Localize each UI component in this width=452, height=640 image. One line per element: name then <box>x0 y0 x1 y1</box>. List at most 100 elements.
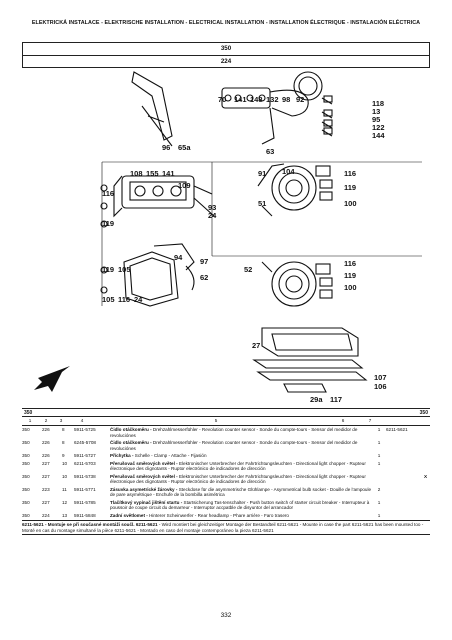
callout-label: 62 <box>200 273 208 282</box>
cell-description: Přerušovač směrových světel - Elektronis… <box>110 474 372 485</box>
cell-subgroup: 226 <box>42 453 50 458</box>
column-header: 7 <box>368 418 372 424</box>
cell-part-number: 5911-5771 <box>74 486 96 492</box>
lamp-round <box>293 71 323 101</box>
cell-part-number: 5911-5785 <box>74 499 96 505</box>
cell-subgroup: 227 <box>42 473 50 479</box>
cell-description: Zadní světlomet - Hinterer Scheinwerfer … <box>110 513 372 519</box>
callout-label: 52 <box>244 265 252 274</box>
cell-description: Zásuvka asymetrické žárovky - Steckdose … <box>110 487 372 498</box>
callout-label: 13 <box>372 107 380 116</box>
cell-group: 350 <box>22 473 30 479</box>
callout-label: 119 <box>102 265 114 274</box>
reference-boxes: 350 224 <box>22 42 430 68</box>
description-bold: Přerušovač směrových světel - <box>110 460 178 466</box>
column-header: 6 <box>341 418 345 424</box>
column-header: 4 <box>80 418 84 424</box>
column-header: 5 <box>214 418 218 424</box>
column-header: 3 <box>59 418 63 424</box>
description-text: Drehzahlmesserfühler - Revolution counte… <box>110 427 358 438</box>
description-bold: Přerušovač směrových světel - <box>110 473 178 479</box>
description-text: Elektronischer Unterbrecher der Fahrtric… <box>110 460 366 472</box>
footnote-bold: 6211-5621 - Montuje se při současné mont… <box>22 522 158 527</box>
callout-label: 94 <box>174 253 183 262</box>
cell-part-number: 5911-5848 <box>74 512 96 518</box>
callout-label: 105 <box>102 295 115 304</box>
callout-label: 116 <box>118 295 130 304</box>
description-text: Hinterer Scheinwerfer - Rear headlamp - … <box>149 512 289 518</box>
cell-group: 350 <box>22 427 30 432</box>
callout-label: 29a <box>310 395 323 404</box>
footnote: 6211-5621 - Montuje se při současné mont… <box>22 520 430 535</box>
callout-label: 116 <box>344 169 356 178</box>
callout-label: 155 <box>146 169 159 178</box>
column-header: 1 <box>28 418 32 424</box>
callout-label: 108 <box>130 169 143 178</box>
description-text: Elektronischer Unterbrecher der Fahrtric… <box>110 473 366 485</box>
callout-label: 105 <box>118 265 131 274</box>
callout-label: 100 <box>344 283 357 292</box>
cell-group: 350 <box>22 453 30 458</box>
direction-arrow <box>34 366 70 392</box>
callout-label: 119 <box>102 219 114 228</box>
callout-label: 144 <box>372 131 385 140</box>
cell-description: Příchytka - Schelle - Clamp - Attache - … <box>110 453 372 459</box>
cell-position: 10 <box>62 460 68 466</box>
cell-mark: X <box>424 473 428 479</box>
cell-group: 350 <box>22 486 30 492</box>
box-bottom: 224 <box>23 55 429 67</box>
cell-quantity: 1 <box>377 460 381 466</box>
cell-position: 11 <box>62 486 67 492</box>
callout-label: 122 <box>372 123 385 132</box>
description-text: Steckdose für die asymmetrische Glühlamp… <box>110 486 372 498</box>
cell-part-number: 5911-5738 <box>74 473 96 479</box>
description-bold: Zadní světlomet - <box>110 512 148 518</box>
callout-label: 119 <box>344 183 356 192</box>
callout-label: 24 <box>134 295 143 304</box>
cell-position: 8 <box>62 427 65 432</box>
callout-label: 95 <box>372 115 380 124</box>
gauge-outer <box>271 165 317 211</box>
callout-label: 109 <box>178 181 191 190</box>
cell-quantity: 1 <box>377 512 381 518</box>
callout-label: 65a <box>178 143 191 152</box>
cell-subgroup: 223 <box>42 486 50 492</box>
cell-part-number: 6211-5703 <box>74 460 96 466</box>
section-right: 350 <box>419 409 428 416</box>
description-text: Startsicherung Tas-tenschalter - Push bu… <box>110 499 370 511</box>
cell-group: 350 <box>22 460 30 466</box>
cell-position: 13 <box>62 512 68 518</box>
callout-label: 100 <box>344 199 357 208</box>
cell-subgroup: 226 <box>42 427 50 432</box>
callout-label: 132 <box>266 95 279 104</box>
cell-position: 9 <box>62 453 65 458</box>
cell-position: 8 <box>62 440 65 445</box>
description-bold: Zásuvka asymetrické žárovky - <box>110 486 178 492</box>
cell-subgroup: 227 <box>42 499 50 505</box>
callout-label: 141 <box>162 169 175 178</box>
gauge-outer-2 <box>271 261 317 307</box>
table-row: 350 227 10 5911-5738 Přerušovač směrových sv… <box>22 473 430 486</box>
cell-description: Čidlo otáčkoměru - Drehzahlmesserfühler … <box>110 427 372 438</box>
callout-label: 27 <box>252 341 260 350</box>
bracket-shape <box>131 71 173 141</box>
callout-label: 92 <box>296 95 304 104</box>
callout-label: 107 <box>374 373 387 382</box>
cell-quantity: 1 <box>377 440 381 445</box>
cell-subgroup: 224 <box>42 512 50 518</box>
page-number: 332 <box>220 612 232 619</box>
callout-label: 96 <box>162 143 170 152</box>
cell-position: 10 <box>62 473 68 479</box>
callout-label: 51 <box>258 199 266 208</box>
description-text: Schelle - Clamp - Attache - Fijasión <box>134 453 207 458</box>
cell-position: 12 <box>62 499 68 505</box>
cell-description: Tlačítkový vypínač jištění startu - Star… <box>110 500 372 511</box>
cell-part-number: 6245-5708 <box>74 440 96 445</box>
callout-label: 104 <box>282 167 295 176</box>
footnote-text: - Wird montiert bei gleichzeitiger Monta… <box>22 522 424 533</box>
callout-label: 116 <box>102 189 114 198</box>
description-bold: Tlačítkový vypínač jištění startu - <box>110 499 183 505</box>
callout-label: 119 <box>344 271 356 280</box>
